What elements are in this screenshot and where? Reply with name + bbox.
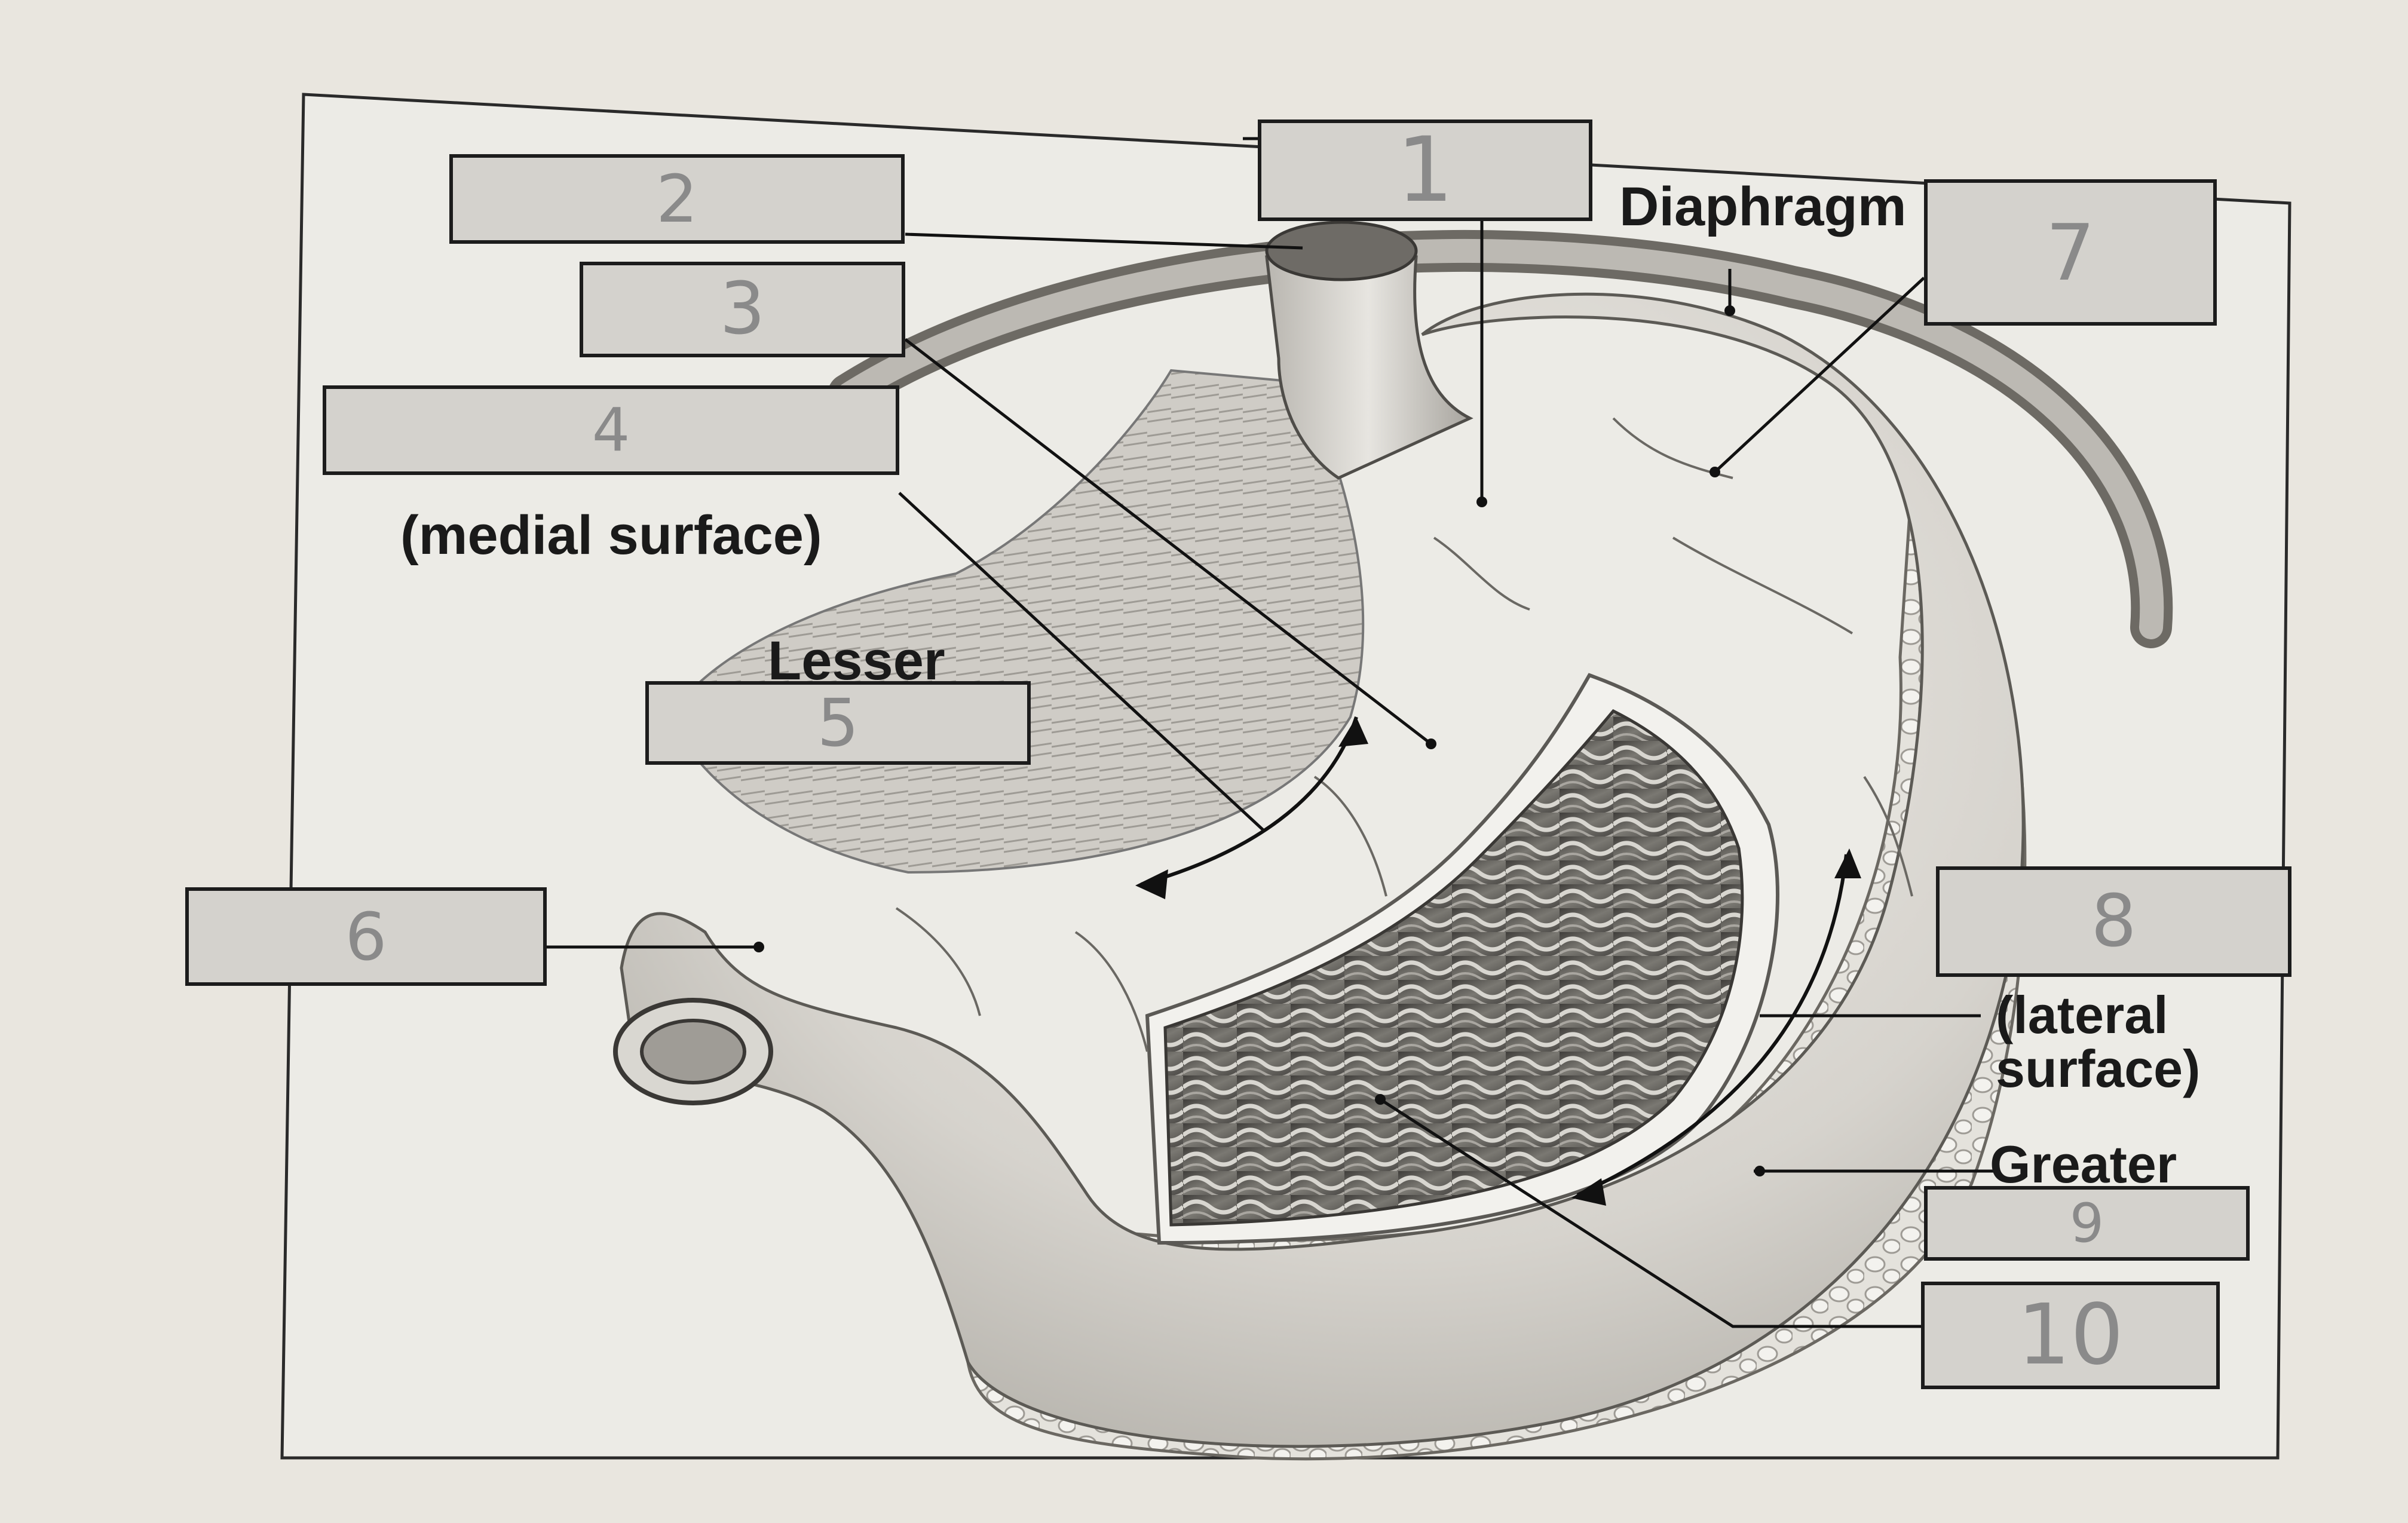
handwritten-answer: 3 [719,268,765,351]
answer-box-8[interactable]: 8 [1936,866,2291,977]
label-diaphragm: Diaphragm [1619,176,1907,237]
handwritten-answer: 9 [2069,1191,2104,1255]
answer-box-7[interactable]: 7 [1924,179,2217,326]
esophagus-opening [1265,220,1418,281]
handwritten-answer: 7 [2045,207,2095,298]
handwritten-answer: 6 [345,898,387,975]
handwritten-answer: 8 [2091,880,2137,963]
lesser-curvature-arrow [1135,716,1368,899]
handwritten-answer: 1 [1396,118,1454,222]
handwritten-answer: 2 [656,161,698,237]
gastric-rugae [1163,709,1744,1227]
greater-curvature-arrow [1571,848,1861,1206]
blood-vessels [895,417,1913,1052]
leader-dots [753,305,1765,1176]
label-lateral-surface-1: (lateral [1996,985,2168,1044]
handwritten-answer: 4 [592,395,630,465]
esophagus [1265,255,1473,480]
answer-box-5[interactable]: 5 [645,681,1031,765]
answer-box-10[interactable]: 10 [1921,1282,2220,1389]
label-lesser: Lesser [768,630,945,691]
handwritten-answer: 10 [2017,1286,2124,1384]
answer-box-6[interactable]: 6 [185,887,547,986]
answer-box-9[interactable]: 9 [1924,1186,2250,1261]
answer-box-2[interactable]: 2 [449,154,905,244]
answer-box-3[interactable]: 3 [580,262,905,357]
answer-box-1[interactable]: 1 [1258,119,1592,221]
label-medial-surface: (medial surface) [400,505,822,566]
answer-box-4[interactable]: 4 [323,385,899,475]
label-lateral-surface-2: surface) [1996,1039,2201,1098]
handwritten-answer: 5 [817,685,859,761]
label-greater: Greater [1990,1135,2177,1194]
